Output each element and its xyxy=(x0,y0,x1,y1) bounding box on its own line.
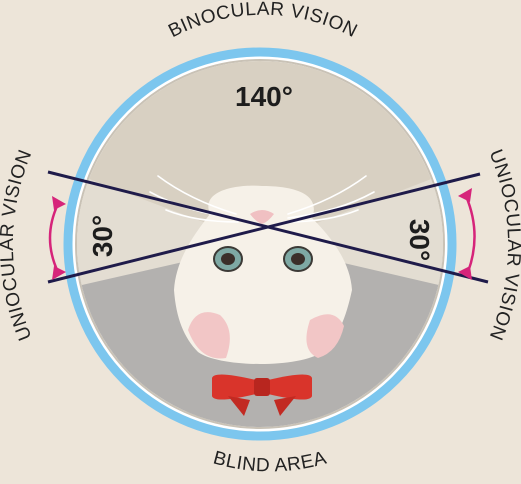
right-uniocular-angle-label: 30° xyxy=(404,219,435,261)
right-uniocular-title: UNIOCULAR VISION xyxy=(485,147,521,344)
left-uniocular-zone xyxy=(77,168,262,290)
left-double-arrow xyxy=(48,196,66,280)
blind-area-title: BLIND AREA xyxy=(211,448,329,477)
binocular-angle-label: 140° xyxy=(235,81,293,112)
left-uniocular-angle-label: 30° xyxy=(87,215,118,257)
binocular-vision-title: BINOCULAR VISION xyxy=(165,0,361,42)
cat-nose xyxy=(250,210,274,224)
cat-left-pupil xyxy=(221,253,235,265)
cat-illustration xyxy=(149,175,375,416)
blind-area-text: BLIND AREA xyxy=(211,448,329,477)
right-double-arrow xyxy=(458,188,476,280)
right-uniocular-zone xyxy=(262,168,443,290)
left-uniocular-text: UNIOCULAR VISION xyxy=(0,147,36,344)
left-uniocular-title: UNIOCULAR VISION xyxy=(0,147,36,344)
cat-left-ear xyxy=(188,312,230,359)
binocular-vision-text: BINOCULAR VISION xyxy=(165,0,360,42)
cat-right-pupil xyxy=(291,253,305,265)
bow-tie xyxy=(212,374,312,416)
right-uniocular-text: UNIOCULAR VISION xyxy=(485,147,521,344)
cat-right-ear xyxy=(306,314,344,358)
inner-ring xyxy=(75,59,445,429)
sight-line-right-to-left xyxy=(47,172,481,284)
